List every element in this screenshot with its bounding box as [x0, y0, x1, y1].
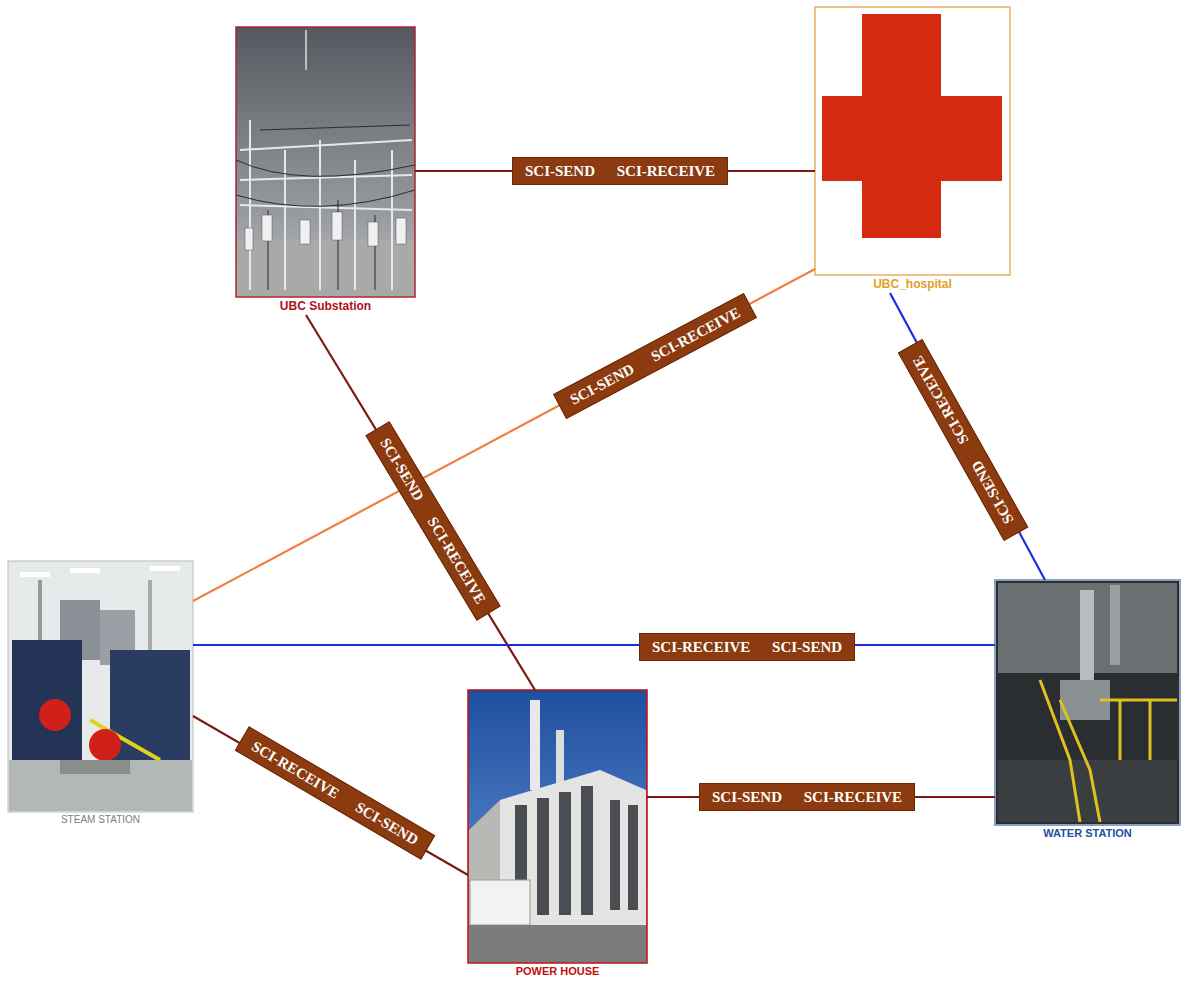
power-house-photo [468, 690, 647, 963]
signal-label: SCI-SEND SCI-RECEIVE [512, 157, 728, 185]
link-line [306, 315, 535, 690]
station-caption: UBC Substation [236, 299, 415, 313]
link-line [193, 269, 815, 601]
link-line [890, 293, 1045, 580]
signal-label: SCI-SEND SCI-RECEIVE [365, 421, 500, 621]
station-caption: WATER STATION [995, 827, 1180, 840]
station-caption: POWER HOUSE [468, 965, 647, 978]
signal-label: SCI-SEND SCI-RECEIVE [553, 293, 757, 419]
signal-label: SCI-SEND SCI-RECEIVE [699, 783, 915, 811]
signal-label: SCI-RECEIVE SCI-SEND [639, 633, 855, 661]
signal-label: SCI-RECEIVE SCI-SEND [235, 726, 436, 860]
steam-station-photo [8, 561, 193, 812]
water-station-photo [995, 580, 1180, 825]
station-node: WATER STATION [995, 580, 1180, 842]
station-caption: STEAM STATION [8, 814, 193, 826]
station-node: UBC_hospital [815, 7, 1010, 293]
red-cross-picture [815, 7, 1010, 275]
station-caption: UBC_hospital [815, 277, 1010, 291]
station-node: UBC Substation [236, 27, 415, 315]
station-node: STEAM STATION [8, 561, 193, 828]
signal-label: SCI-SEND SCI-RECEIVE [898, 339, 1028, 541]
station-node: POWER HOUSE [468, 690, 647, 980]
link-line [193, 644, 995, 646]
link-line [193, 716, 468, 875]
substation-photo [236, 27, 415, 297]
